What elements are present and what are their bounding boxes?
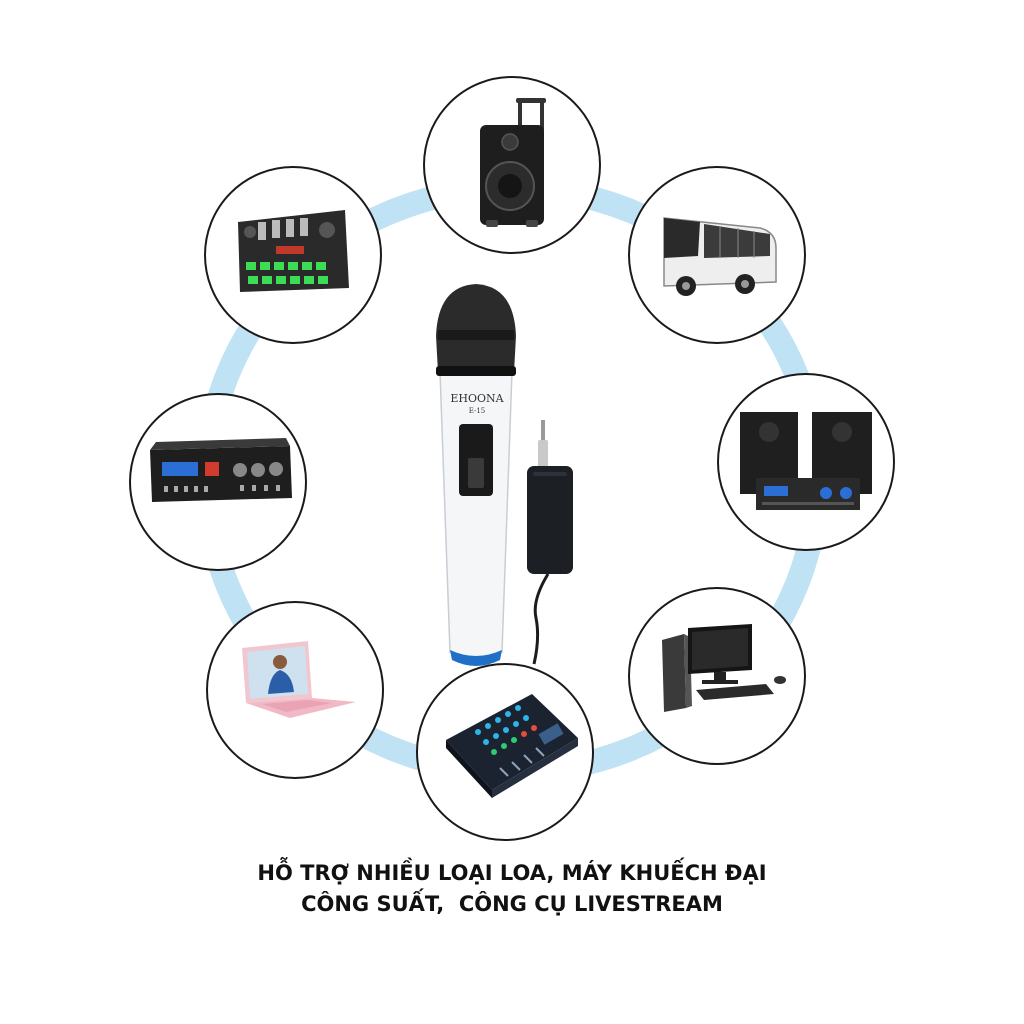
device-circle-trolley-speaker <box>423 76 601 254</box>
device-circle-audio-mixer <box>416 663 594 841</box>
trolley-speaker-icon <box>480 98 546 227</box>
mic-brand: EHOONA <box>450 392 504 405</box>
mic-grille <box>436 284 516 372</box>
device-circle-desktop <box>628 587 806 765</box>
audio-mixer-icon <box>446 694 578 798</box>
speakers-with-amplifier-icon <box>740 412 872 510</box>
wireless-microphone: EHOONA E-15 <box>436 284 516 666</box>
laptop-icon <box>242 641 356 718</box>
device-circle-sound-card <box>204 166 382 344</box>
caption: HỖ TRỢ NHIỀU LOẠI LOA, MÁY KHUẾCH ĐẠI CÔ… <box>0 858 1024 920</box>
receiver-cable <box>532 573 550 665</box>
device-circle-amplifier <box>129 393 307 571</box>
caption-line-2: CÔNG SUẤT, CÔNG CỤ LIVESTREAM <box>301 892 723 916</box>
caption-line-1: HỖ TRỢ NHIỀU LOẠI LOA, MÁY KHUẾCH ĐẠI <box>257 861 767 885</box>
wireless-receiver <box>527 420 573 665</box>
desktop-computer-icon <box>662 624 786 712</box>
amplifier-icon <box>150 438 292 502</box>
mic-model: E-15 <box>469 407 486 415</box>
device-circle-bus <box>628 166 806 344</box>
device-circle-laptop <box>206 601 384 779</box>
bus-icon <box>663 217 777 296</box>
device-circle-speakers <box>717 373 895 551</box>
sound-card-icon <box>238 210 349 292</box>
